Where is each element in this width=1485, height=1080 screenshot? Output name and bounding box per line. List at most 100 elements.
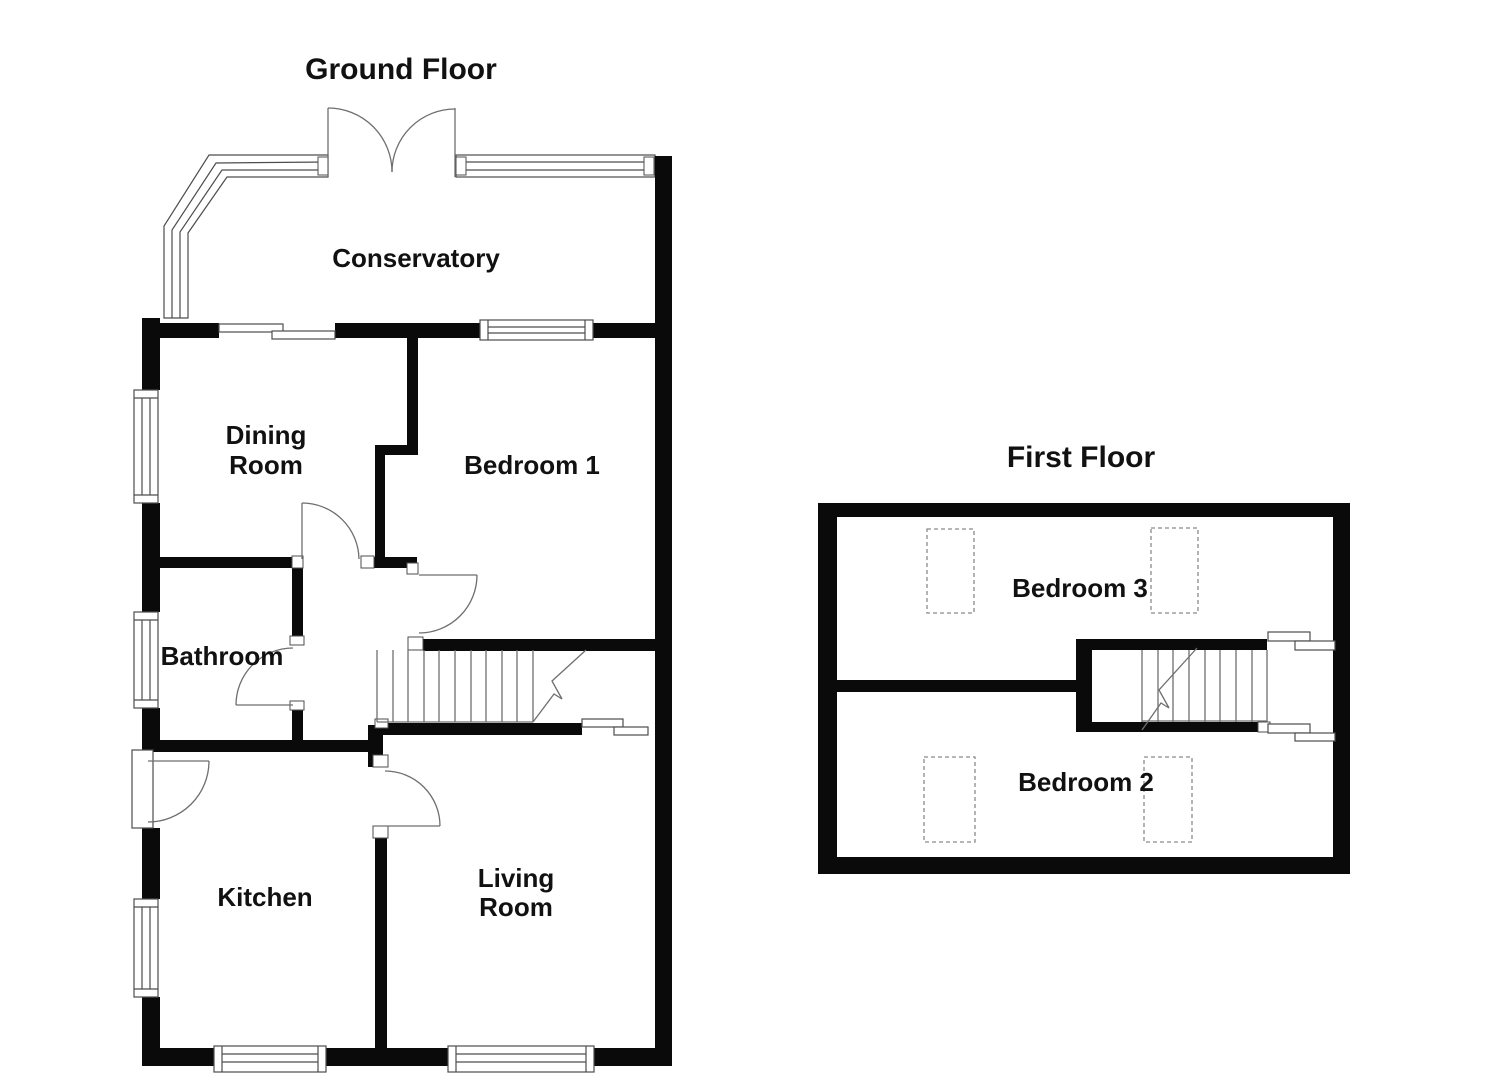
wall-segment <box>837 680 1076 692</box>
dining-window <box>133 389 159 504</box>
wall-segment <box>375 838 387 1048</box>
door-jamb <box>360 555 375 569</box>
door-swing-arc <box>235 647 294 706</box>
ground-floor-plan: Ground Floor <box>131 53 672 1073</box>
room-label-bedroom2: Bedroom 2 <box>1018 767 1154 797</box>
door-jamb <box>374 718 389 729</box>
first-interior-walls <box>837 639 1271 733</box>
wall-segment <box>142 828 160 899</box>
door-jamb <box>407 636 424 651</box>
threshold-step <box>271 330 336 340</box>
bedroom1-window <box>479 319 594 341</box>
wall-segment <box>142 1048 214 1066</box>
threshold-step <box>581 718 624 728</box>
threshold-step <box>1294 640 1336 651</box>
wall-segment <box>423 639 655 651</box>
door-jamb <box>406 562 419 575</box>
wall-segment <box>1092 639 1267 650</box>
wall-segment <box>1076 639 1092 732</box>
wall-segment <box>335 323 480 338</box>
wall-segment <box>407 338 418 445</box>
ground-windows <box>133 319 595 1073</box>
stair-direction-line <box>1141 647 1198 731</box>
kitchen-exterior-door <box>131 749 210 829</box>
door-jamb <box>291 555 304 569</box>
wall-segment <box>142 323 219 338</box>
wall-segment <box>375 455 385 557</box>
bathroom-window <box>133 611 159 709</box>
door-jamb <box>372 825 389 839</box>
first-floor-plan: First Floor <box>818 441 1350 874</box>
wall-segment <box>1333 503 1350 874</box>
kitchen-side-window <box>133 898 159 998</box>
wall-segment <box>593 323 655 338</box>
door-swing-arc <box>301 502 360 560</box>
room-label-living-line1: Living <box>478 863 555 893</box>
ground-floor-title: Ground Floor <box>305 53 497 86</box>
room-label-living-line2: Room <box>479 892 553 922</box>
room-label-bedroom3: Bedroom 3 <box>1012 573 1148 603</box>
wall-segment <box>142 503 160 612</box>
wall-segment <box>142 318 160 390</box>
dining-room-door <box>301 502 360 560</box>
room-label-dining-line1: Dining <box>226 420 307 450</box>
wall-segment <box>142 740 368 752</box>
hall-opening <box>581 718 649 736</box>
wall-segment <box>374 557 417 568</box>
first-floor-title: First Floor <box>1007 441 1156 474</box>
conservatory-double-door <box>327 107 456 177</box>
door-swing-arc <box>418 574 478 634</box>
wall-segment <box>375 445 418 455</box>
room-label-bathroom: Bathroom <box>161 641 284 671</box>
wardrobe-outline <box>926 528 975 614</box>
conservatory-glazing-left <box>163 154 329 319</box>
living-room-door <box>384 770 441 827</box>
wardrobe-outline <box>1143 756 1193 843</box>
conservatory-glazing-line <box>171 161 329 318</box>
ground-exterior-walls <box>142 156 672 1066</box>
threshold-step <box>613 726 649 736</box>
door-jambs <box>289 555 424 839</box>
wall-segment <box>142 708 160 750</box>
door-frame <box>131 749 154 829</box>
wardrobe-outline <box>1150 527 1199 614</box>
window-end-cap <box>643 156 655 176</box>
ground-staircase <box>376 649 587 723</box>
wall-segment <box>594 1048 672 1066</box>
first-staircase <box>1141 647 1268 731</box>
wall-segment <box>155 557 292 568</box>
conservatory-opening <box>218 323 336 340</box>
conservatory-glazing-right <box>455 154 656 178</box>
ground-doors <box>131 502 478 829</box>
wardrobes <box>923 527 1199 843</box>
wall-segment <box>818 857 1350 874</box>
window-end-cap <box>317 156 329 176</box>
threshold-step <box>218 323 284 333</box>
wall-segment <box>377 723 582 735</box>
stair-direction-line <box>532 649 587 723</box>
bathroom-door <box>235 647 294 706</box>
conservatory-glazing-line <box>179 169 328 318</box>
wall-segment <box>655 156 672 1066</box>
wardrobe-outline <box>923 756 976 843</box>
room-label-conservatory: Conservatory <box>332 243 500 273</box>
threshold-step <box>1267 723 1311 734</box>
wall-segment <box>1092 722 1267 732</box>
living-room-window <box>447 1045 595 1073</box>
room-label-dining-line2: Room <box>229 450 303 480</box>
stairwell-openings <box>1267 631 1336 742</box>
wall-segment <box>292 568 303 640</box>
wall-segment <box>292 710 303 752</box>
room-label-kitchen: Kitchen <box>217 882 312 912</box>
conservatory-windows <box>163 154 656 319</box>
door-swing-arc <box>327 107 393 173</box>
window-end-cap <box>455 156 467 176</box>
wall-segment <box>142 997 160 1048</box>
ground-interior-walls <box>142 338 655 1048</box>
door-jamb <box>289 635 305 646</box>
kitchen-rear-window <box>213 1045 327 1073</box>
door-jamb <box>372 754 389 768</box>
wall-segment <box>818 503 837 874</box>
